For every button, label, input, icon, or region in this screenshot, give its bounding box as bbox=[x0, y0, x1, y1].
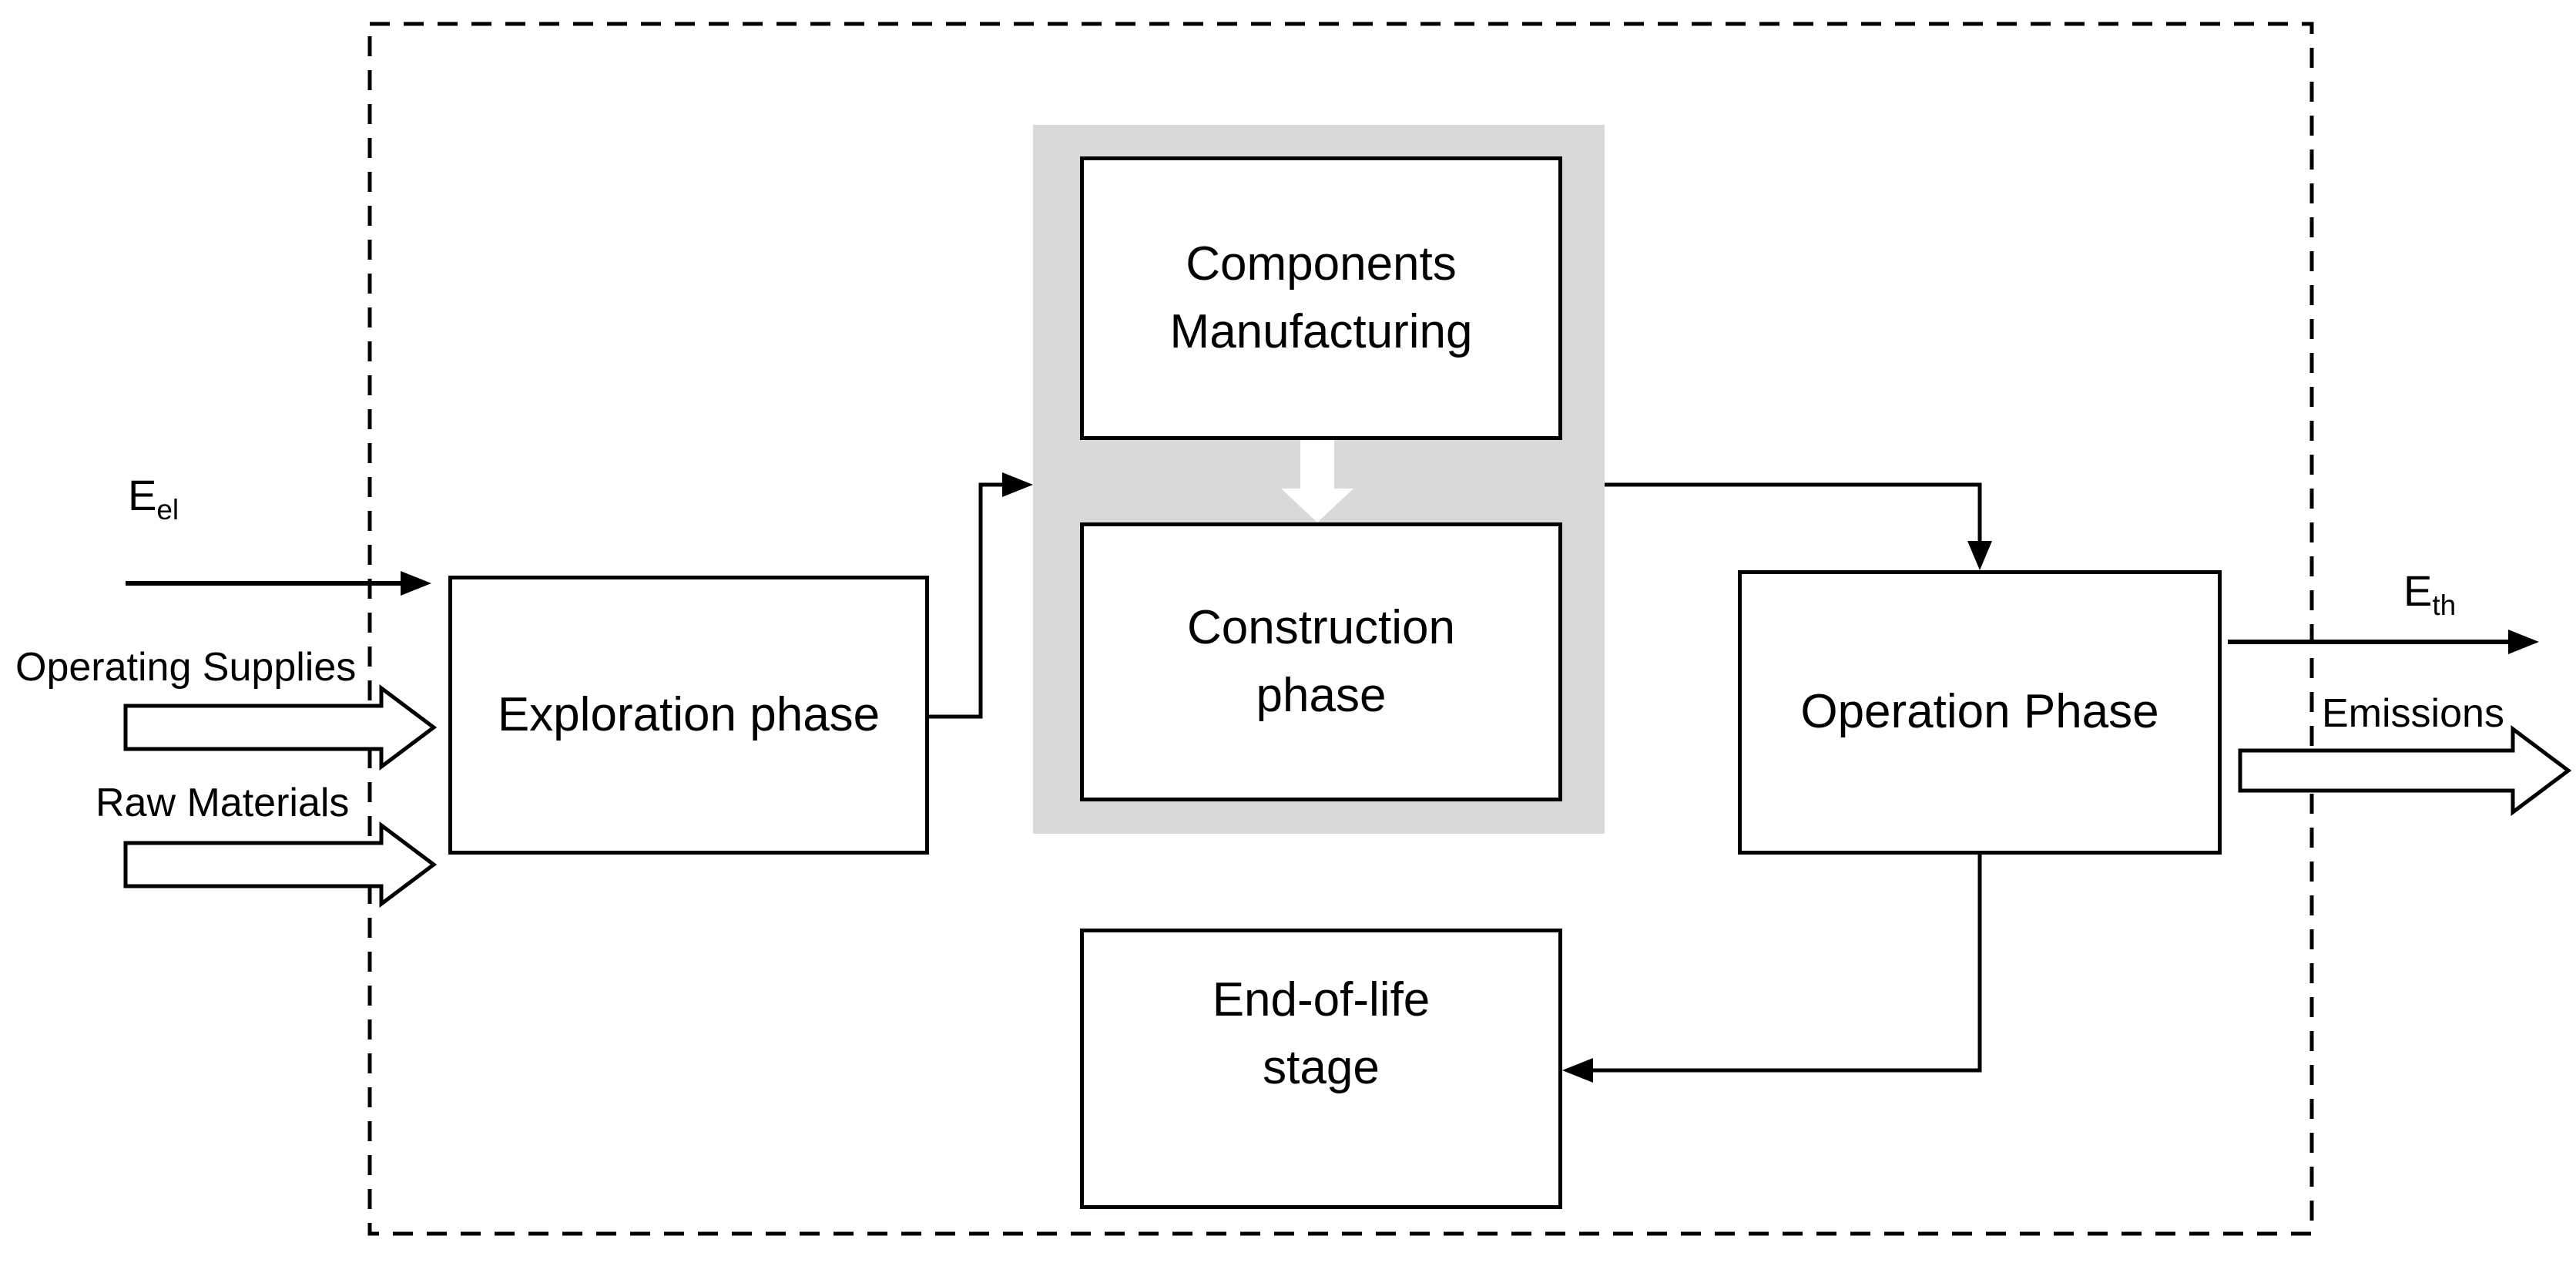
components-manufacturing-label: Components Manufacturing bbox=[1169, 237, 1473, 358]
exploration-phase-label: Exploration phase bbox=[497, 687, 880, 741]
electricity-input-label: Eel bbox=[128, 471, 179, 524]
manufacturing-to-construction-arrow bbox=[1281, 440, 1353, 522]
construction-to-operation-connector bbox=[1605, 482, 1992, 570]
operating-supplies-label: Operating Supplies bbox=[15, 645, 357, 690]
operating-supplies-arrow bbox=[123, 684, 438, 771]
raw-materials-label: Raw Materials bbox=[96, 781, 350, 825]
operation-to-endoflife-connector bbox=[1562, 855, 1982, 1083]
exploration-phase-box: Exploration phase bbox=[448, 576, 929, 855]
thermal-output-arrow bbox=[2228, 630, 2539, 654]
thermal-subscript: th bbox=[2432, 589, 2457, 622]
end-of-life-label: End-of-life stage bbox=[1212, 972, 1431, 1094]
operation-phase-box: Operation Phase bbox=[1738, 570, 2222, 855]
thermal-symbol: E bbox=[2403, 566, 2433, 615]
emissions-output-arrow bbox=[2238, 725, 2572, 816]
raw-materials-arrow bbox=[123, 821, 438, 908]
exploration-to-construction-connector bbox=[929, 472, 1033, 719]
electricity-subscript: el bbox=[156, 494, 179, 526]
construction-phase-box: Construction phase bbox=[1080, 522, 1562, 801]
electricity-symbol: E bbox=[128, 471, 157, 519]
end-of-life-box: End-of-life stage bbox=[1080, 929, 1562, 1209]
construction-phase-label: Construction phase bbox=[1186, 600, 1456, 722]
operation-phase-label: Operation Phase bbox=[1800, 685, 2159, 739]
components-manufacturing-box: Components Manufacturing bbox=[1080, 156, 1562, 440]
system-boundary-dashed-border bbox=[367, 22, 2314, 1236]
electricity-input-arrow bbox=[126, 571, 431, 596]
emissions-output-label: Emissions bbox=[2322, 691, 2504, 736]
thermal-output-label: Eth bbox=[2403, 566, 2456, 620]
